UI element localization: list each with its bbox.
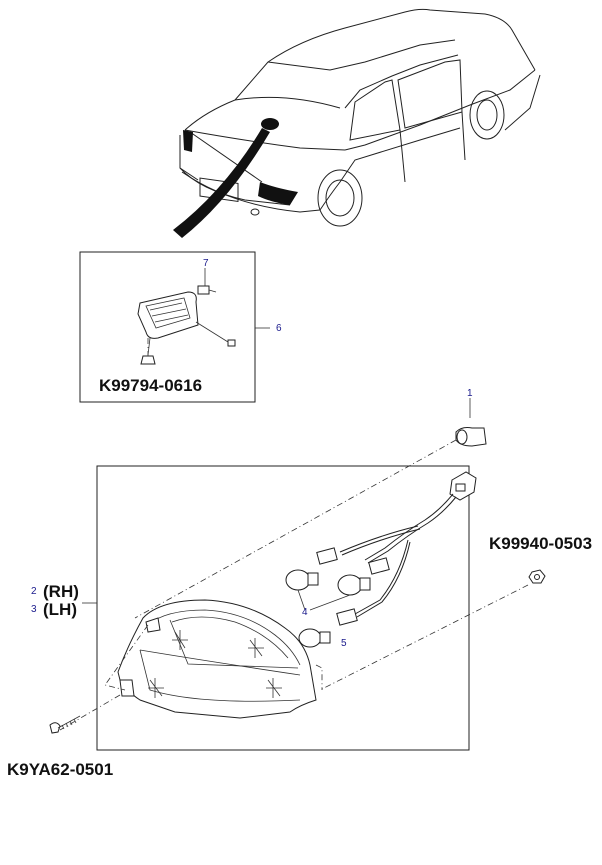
- brake-lamp-inset: [79, 251, 270, 403]
- callout-5: 5: [341, 638, 347, 649]
- wiring-harness: [316, 471, 477, 626]
- part-number-screw: K9YA62-0501: [7, 760, 113, 779]
- car-illustration: [173, 8, 541, 238]
- screw-part: [49, 715, 81, 734]
- side-label-lh: (LH): [43, 600, 77, 619]
- part-number-brake-lamp: K99794-0616: [99, 376, 202, 395]
- tail-lamp-assembly-box: [96, 465, 470, 751]
- callout-7: 7: [203, 258, 209, 269]
- side-label-rh: (RH): [43, 582, 79, 601]
- callout-3: 3: [31, 604, 37, 615]
- callout-6: 6: [276, 323, 282, 334]
- bulbs: [285, 569, 371, 648]
- socket-part-1: [455, 398, 487, 447]
- assembly-lines: [59, 439, 529, 731]
- callout-2: 2: [31, 586, 37, 597]
- callout-4: 4: [302, 607, 308, 618]
- callout-1: 1: [467, 388, 473, 399]
- nut-part: [528, 569, 546, 584]
- tail-lamp-body: [117, 599, 317, 719]
- part-number-nut: K99940-0503: [489, 534, 592, 553]
